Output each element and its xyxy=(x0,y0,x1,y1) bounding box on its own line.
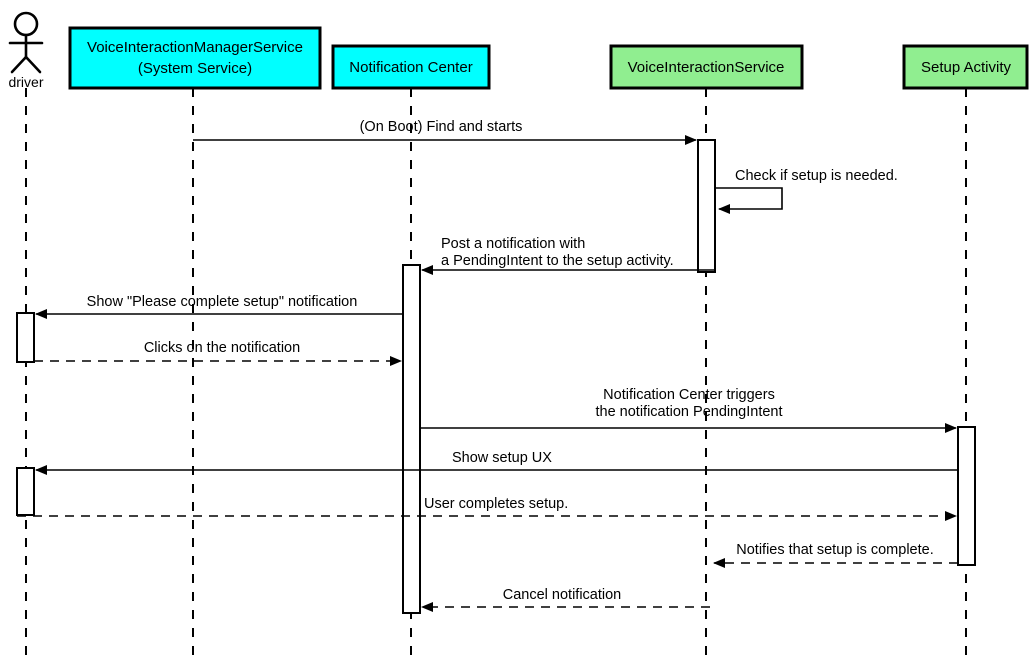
message-notification-center-triggers-pendingintent[interactable]: Notification Center triggers the notific… xyxy=(420,387,957,433)
activation-bar-setup-activity-1 xyxy=(957,426,976,566)
participant-label-driver: driver xyxy=(8,74,43,90)
participant-label-vims-line2: (System Service) xyxy=(138,60,252,77)
message-label-notification-center-triggers-line1: Notification Center triggers xyxy=(603,387,775,403)
message-label-on-boot-find-and-starts: (On Boot) Find and starts xyxy=(360,119,523,135)
message-label-post-a-notification-line1: Post a notification with xyxy=(441,236,585,252)
message-label-clicks-on-the-notification: Clicks on the notification xyxy=(144,340,300,356)
message-label-post-a-notification-line2: a PendingIntent to the setup activity. xyxy=(441,253,674,269)
message-label-check-if-setup-is-needed: Check if setup is needed. xyxy=(735,168,898,184)
activation-bar-driver-2 xyxy=(16,467,35,516)
actor-leg-left-icon xyxy=(10,55,28,74)
message-label-user-completes-setup: User completes setup. xyxy=(424,496,568,512)
participant-vims[interactable]: VoiceInteractionManagerService (System S… xyxy=(68,26,322,90)
message-label-cancel-notification: Cancel notification xyxy=(503,587,622,603)
participant-box-notification-center[interactable] xyxy=(331,44,491,90)
message-cancel-notification[interactable]: Cancel notification xyxy=(421,587,710,612)
participant-label-setup-activity: Setup Activity xyxy=(921,59,1012,76)
message-user-completes-setup[interactable]: User completes setup. xyxy=(17,496,957,521)
participant-box-vims[interactable] xyxy=(68,26,322,90)
participant-voice-interaction-service[interactable]: VoiceInteractionService xyxy=(609,44,804,90)
participant-box-setup-activity[interactable] xyxy=(902,44,1029,90)
participant-label-vims-line1: VoiceInteractionManagerService xyxy=(87,39,303,56)
activations-group xyxy=(16,139,976,614)
participant-driver[interactable]: driver xyxy=(8,11,44,90)
activation-bar-driver-1 xyxy=(16,312,35,363)
activation-bar-notification-center-1 xyxy=(402,264,421,614)
participant-label-notification-center: Notification Center xyxy=(349,59,472,76)
message-post-a-notification[interactable]: Post a notification with a PendingIntent… xyxy=(421,236,715,275)
participant-setup-activity[interactable]: Setup Activity xyxy=(902,44,1029,90)
message-label-notification-center-triggers-line2: the notification PendingIntent xyxy=(595,404,782,420)
participant-label-voice-interaction-service: VoiceInteractionService xyxy=(628,59,785,76)
activation-bar-voice-interaction-service-1 xyxy=(697,139,716,273)
actor-head-icon xyxy=(13,11,39,37)
message-self-loop-path xyxy=(715,187,783,214)
actor-leg-right-icon xyxy=(24,55,42,74)
message-show-setup-ux[interactable]: Show setup UX xyxy=(35,450,958,475)
participant-notification-center[interactable]: Notification Center xyxy=(331,44,491,90)
message-clicks-on-the-notification[interactable]: Clicks on the notification xyxy=(34,340,402,366)
message-check-if-setup-is-needed[interactable]: Check if setup is needed. xyxy=(715,168,898,214)
message-label-show-setup-ux: Show setup UX xyxy=(452,450,552,466)
message-show-please-complete-setup-notification[interactable]: Show "Please complete setup" notificatio… xyxy=(35,294,403,319)
message-on-boot-find-and-starts[interactable]: (On Boot) Find and starts xyxy=(193,119,697,145)
message-notifies-that-setup-is-complete[interactable]: Notifies that setup is complete. xyxy=(713,542,958,568)
message-label-show-please-complete-setup-notification: Show "Please complete setup" notificatio… xyxy=(87,294,358,310)
participant-box-voice-interaction-service[interactable] xyxy=(609,44,804,90)
message-label-notifies-that-setup-is-complete: Notifies that setup is complete. xyxy=(736,542,933,558)
